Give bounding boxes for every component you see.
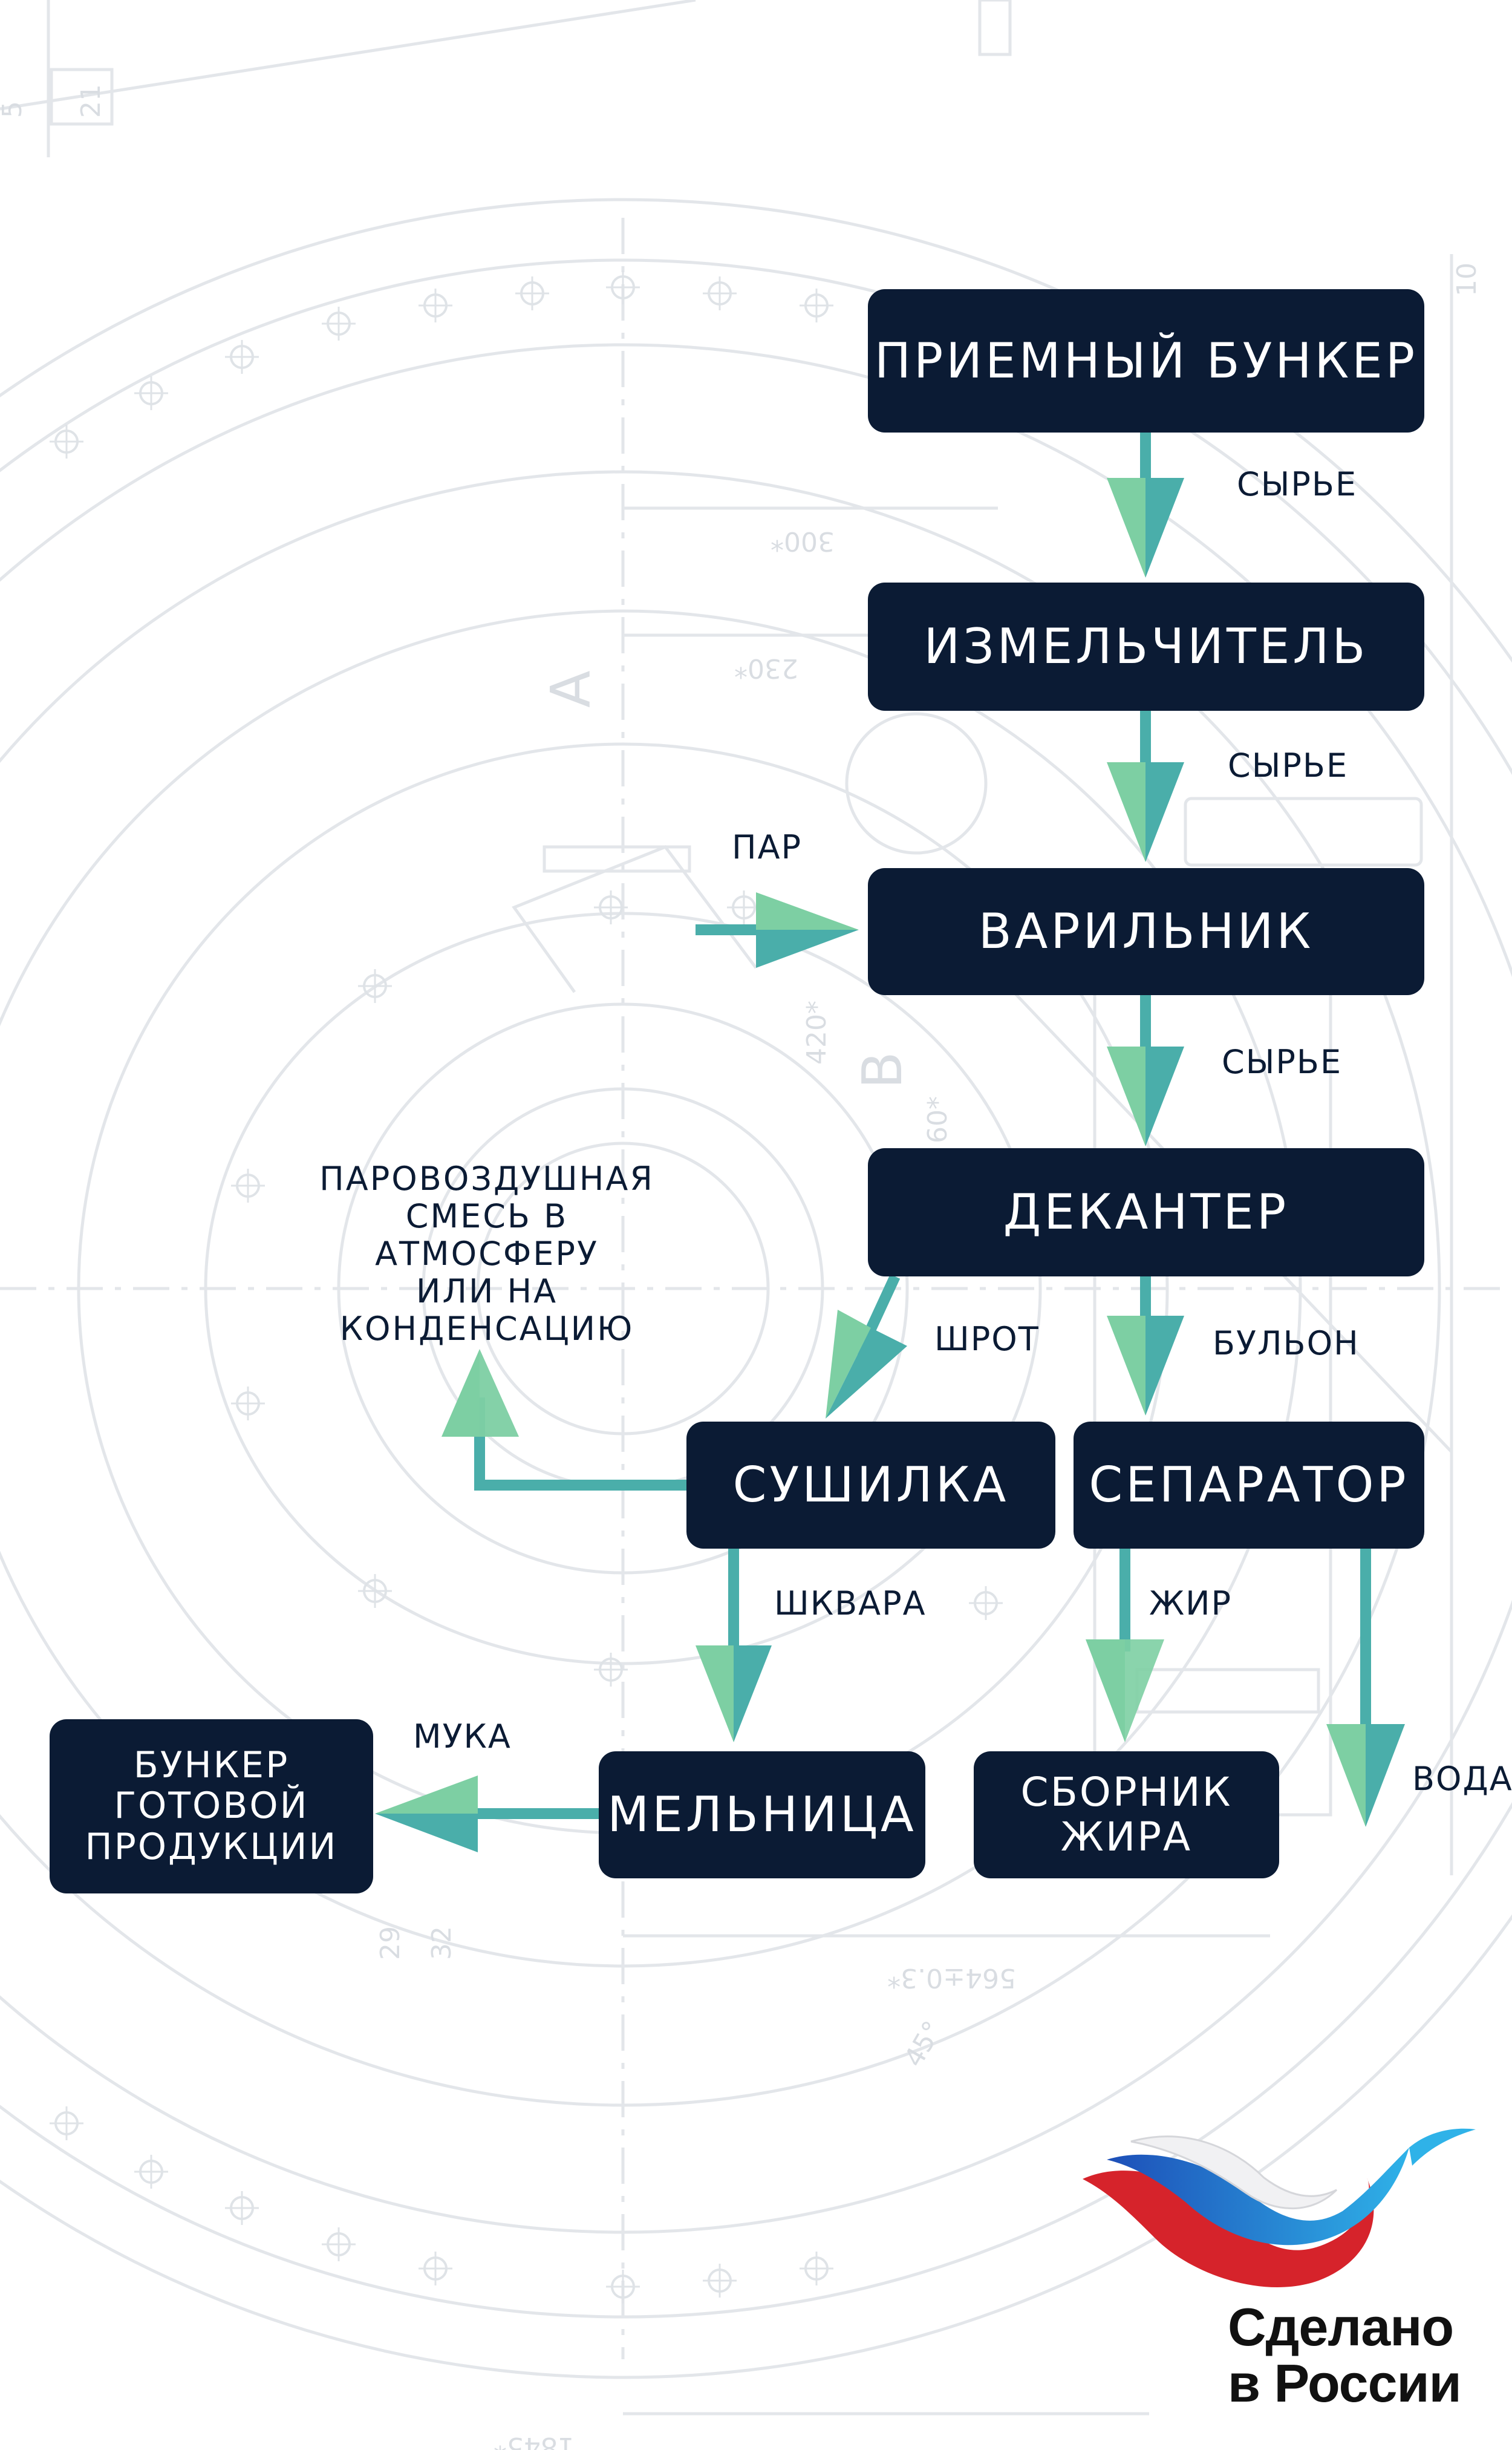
bg-mark: A — [539, 670, 603, 708]
bg-mark: 29 — [375, 1926, 406, 1960]
bg-mark: 60* — [922, 1096, 953, 1143]
bg-mark: B — [851, 1051, 914, 1089]
label-steam: ПАР — [732, 828, 803, 866]
bg-mark: 420* — [801, 1001, 832, 1065]
node-grinder: ИЗМЕЛЬЧИТЕЛЬ — [868, 583, 1424, 711]
connector-exhaust — [474, 1397, 686, 1491]
label-flour: МУКА — [413, 1717, 512, 1756]
label-fat: ЖИР — [1149, 1584, 1233, 1622]
label-raw2: СЫРЬЕ — [1228, 746, 1349, 785]
bg-mark: 21 — [76, 84, 106, 118]
node-separator: СЕПАРАТОР — [1074, 1422, 1424, 1549]
node-receiving-hopper: ПРИЕМНЫЙ БУНКЕР — [868, 289, 1424, 433]
arrowhead-exhaust — [442, 1349, 519, 1437]
bg-mark: 10 — [1452, 263, 1482, 296]
label-exhaust: ПАРОВОЗДУШНАЯ СМЕСЬ В АТМОСФЕРУ ИЛИ НА К… — [319, 1160, 654, 1348]
bg-mark: 32 — [426, 1926, 457, 1960]
label-raw3: СЫРЬЕ — [1222, 1043, 1343, 1081]
arrowhead-raw2 — [1107, 762, 1184, 862]
label-raw1: СЫРЬЕ — [1237, 465, 1358, 503]
label-cracklings: ШКВАРА — [774, 1584, 927, 1622]
node-fat-collector: СБОРНИК ЖИРА — [974, 1751, 1279, 1878]
brand-text: Сделано в России — [1228, 2297, 1462, 2414]
node-mill: МЕЛЬНИЦА — [599, 1751, 925, 1878]
label-water: ВОДА — [1412, 1760, 1512, 1798]
arrowhead-meal — [826, 1310, 907, 1419]
arrowhead-flour — [375, 1775, 478, 1852]
label-meal: ШРОТ — [934, 1320, 1040, 1358]
node-cooker: ВАРИЛЬНИК — [868, 868, 1424, 995]
arrowhead-broth — [1107, 1316, 1184, 1416]
arrowhead-cracklings — [696, 1645, 772, 1742]
node-dryer: СУШИЛКА — [686, 1422, 1055, 1549]
bg-mark: 230* — [734, 653, 798, 684]
arrowhead-fat — [1086, 1639, 1164, 1742]
bg-mark: 300* — [771, 526, 835, 557]
arrowhead-steam — [756, 892, 859, 968]
russian-flag-bird-logo-icon — [1083, 2128, 1476, 2288]
arrowhead-raw1 — [1107, 478, 1184, 578]
bg-mark: 1845* — [494, 2431, 575, 2450]
arrowhead-water — [1326, 1724, 1405, 1827]
node-decanter: ДЕКАНТЕР — [868, 1148, 1424, 1276]
arrowhead-raw3 — [1107, 1047, 1184, 1146]
bg-mark: 5 — [0, 101, 28, 118]
label-broth: БУЛЬОН — [1213, 1324, 1360, 1362]
bg-mark: 564±0.3* — [887, 1962, 1016, 1993]
node-product-hopper: БУНКЕР ГОТОВОЙ ПРОДУКЦИИ — [50, 1719, 373, 1893]
